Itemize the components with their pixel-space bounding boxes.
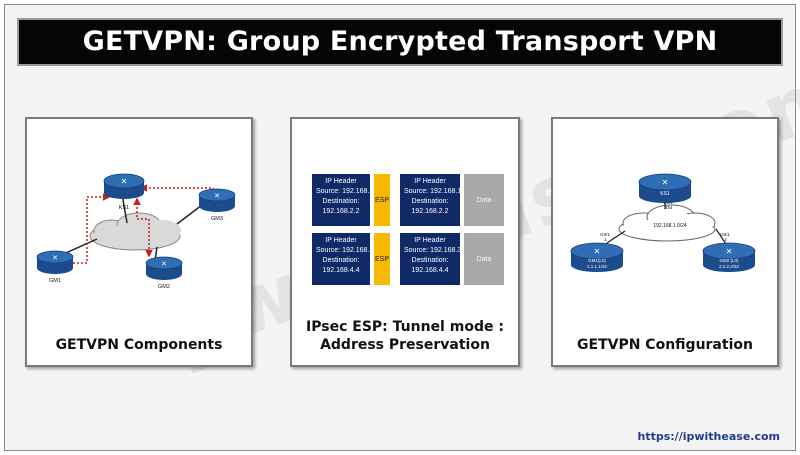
config-caption: GETVPN Configuration bbox=[577, 337, 753, 353]
gm2-interface-label: G0/1 bbox=[720, 232, 730, 237]
inner-header-1-line1: IP Header bbox=[414, 178, 446, 185]
footer-url[interactable]: https://ipwithease.com bbox=[637, 430, 780, 443]
gm1-interface-label: G0/1 bbox=[600, 232, 610, 237]
components-caption: GETVPN Components bbox=[55, 337, 223, 353]
key-arrow-gm2 bbox=[133, 197, 153, 258]
router-gm3: ✕ GM3 bbox=[198, 188, 236, 222]
inner-header-1-line2: Source: 192.168.1.1 bbox=[404, 188, 468, 195]
outer-header-1-line1: IP Header bbox=[325, 178, 357, 185]
router-gm1: ✕ GM1 bbox=[36, 250, 74, 284]
esp-panel: IP Header Source: 192.168.1.1 Destinatio… bbox=[290, 117, 520, 367]
components-diagram: ✕ KS1 ✕ GM3 ✕ GM1 ✕ GM2 bbox=[36, 173, 236, 290]
svg-text:✕: ✕ bbox=[161, 260, 167, 268]
inner-header-2-line3: Destination: bbox=[411, 257, 449, 264]
svg-text:✕: ✕ bbox=[662, 178, 669, 187]
config-router-gm2: ✕ GM2 (L0) 2.2.2.2/32 bbox=[702, 242, 756, 272]
gm2-interface-ip: .2 bbox=[723, 237, 727, 242]
gm1-label: GM1 bbox=[49, 278, 61, 284]
esp-block-1: ESP bbox=[374, 174, 390, 226]
config-diagram: G0/1 .254 192.168.1.0/24 G0/1 .1 G0/1 .2… bbox=[570, 173, 756, 272]
ks1-label: KS1 bbox=[119, 205, 129, 211]
gm1-interface-ip: .1 bbox=[603, 237, 607, 242]
outer-header-1-line4: 192.168.2.2 bbox=[322, 208, 360, 215]
inner-ip-header-2: IP Header Source: 192.168.3.3 Destinatio… bbox=[400, 233, 468, 285]
config-gm2-label: GM2 (L0) bbox=[719, 258, 739, 263]
config-panel: G0/1 .254 192.168.1.0/24 G0/1 .1 G0/1 .2… bbox=[551, 117, 779, 367]
inner-ip-header-1: IP Header Source: 192.168.1.1 Destinatio… bbox=[400, 174, 468, 226]
outer-header-1-line2: Source: 192.168.1.1 bbox=[316, 188, 380, 195]
inner-header-1-line3: Destination: bbox=[411, 198, 449, 205]
gm3-label: GM3 bbox=[211, 216, 223, 222]
link-gm3-cloud bbox=[176, 204, 203, 225]
outer-ip-header-1: IP Header Source: 192.168.1.1 Destinatio… bbox=[312, 174, 380, 226]
inner-header-1-line4: 192.168.2.2 bbox=[411, 208, 449, 215]
subnet-label: 192.168.1.0/24 bbox=[653, 223, 687, 229]
inner-header-2-line2: Source: 192.168.3.3 bbox=[404, 247, 468, 254]
config-gm2-ip: 2.2.2.2/32 bbox=[719, 264, 740, 269]
outer-header-2-line4: 192.168.4.4 bbox=[322, 267, 360, 274]
network-cloud bbox=[89, 212, 181, 251]
outer-header-2-line1: IP Header bbox=[325, 237, 357, 244]
inner-header-2-line1: IP Header bbox=[414, 237, 446, 244]
config-cloud bbox=[618, 204, 716, 242]
outer-ip-header-2: IP Header Source: 192.168.3.3 Destinatio… bbox=[312, 233, 380, 285]
svg-text:✕: ✕ bbox=[726, 247, 733, 256]
esp-caption-line2: Address Preservation bbox=[320, 337, 490, 353]
data-block-1: Data bbox=[464, 174, 504, 226]
router-gm2: ✕ GM2 bbox=[145, 256, 183, 290]
config-gm1-label: GM1(L0) bbox=[588, 258, 606, 263]
outer-header-1-line3: Destination: bbox=[322, 198, 360, 205]
config-router-ks1: ✕ KS1 bbox=[638, 173, 692, 203]
svg-text:✕: ✕ bbox=[52, 254, 58, 262]
inner-header-2-line4: 192.168.4.4 bbox=[411, 267, 449, 274]
svg-text:✕: ✕ bbox=[214, 192, 220, 200]
outer-header-2-line3: Destination: bbox=[322, 257, 360, 264]
esp-caption-line1: IPsec ESP: Tunnel mode : bbox=[306, 319, 504, 335]
svg-text:✕: ✕ bbox=[594, 247, 601, 256]
outer-header-2-line2: Source: 192.168.3.3 bbox=[316, 247, 380, 254]
components-panel: ✕ KS1 ✕ GM3 ✕ GM1 ✕ GM2 GETVPN Component… bbox=[25, 117, 253, 367]
config-gm1-ip: 1.1.1.1/32 bbox=[587, 264, 608, 269]
data-block-2: Data bbox=[464, 233, 504, 285]
svg-text:✕: ✕ bbox=[121, 177, 128, 186]
page-title: GETVPN: Group Encrypted Transport VPN bbox=[17, 18, 783, 66]
router-ks1: ✕ KS1 bbox=[103, 173, 145, 211]
config-ks1-label: KS1 bbox=[660, 191, 670, 197]
gm2-label: GM2 bbox=[158, 284, 170, 290]
esp-block-2: ESP bbox=[374, 233, 390, 285]
ks-interface-ip: .254 bbox=[664, 205, 673, 210]
config-router-gm1: ✕ GM1(L0) 1.1.1.1/32 bbox=[570, 242, 624, 272]
